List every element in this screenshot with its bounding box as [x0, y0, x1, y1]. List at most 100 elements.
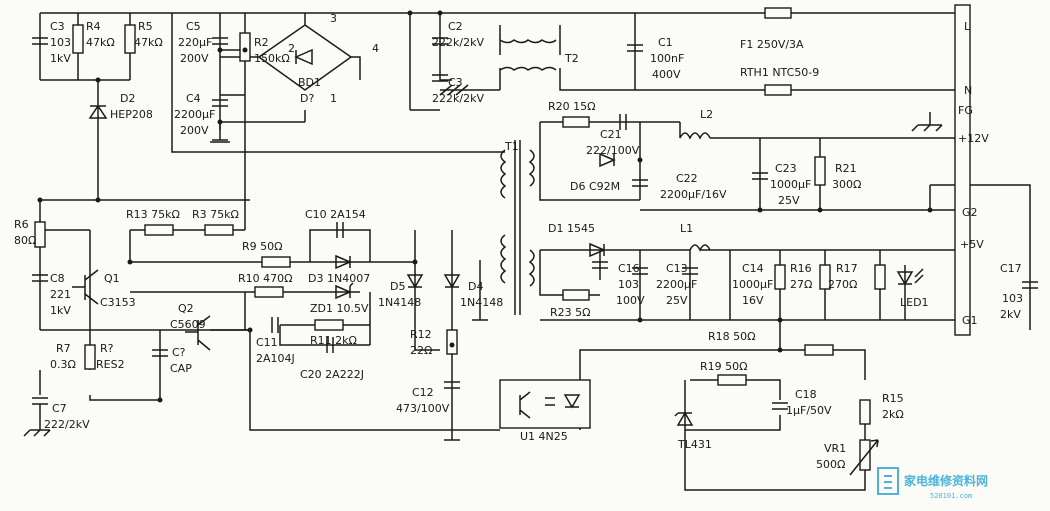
transistor-q1	[72, 269, 99, 305]
label-c14-value: 1000µF	[732, 278, 773, 291]
connector-labels: L N FG +12V G2 +5V G1	[958, 20, 989, 327]
label-q1-value: C3153	[100, 296, 136, 309]
watermark-logo-mark	[884, 475, 892, 489]
label-c1-rating: 400V	[652, 68, 681, 81]
capacitor-c11	[271, 317, 279, 333]
label-bd1-value: D?	[300, 92, 314, 105]
label-r19: R19 50Ω	[700, 360, 748, 373]
ground-fg	[911, 112, 943, 132]
connector-block	[954, 4, 971, 336]
resistor-r19	[717, 374, 747, 386]
capacitor-c10	[336, 222, 344, 238]
label-c11-value: 2A104J	[256, 352, 295, 365]
label-c8-rating: 1kV	[50, 304, 71, 317]
label-r12: R12	[410, 328, 432, 341]
capacitor-c4	[212, 99, 228, 107]
label-c3a: C3	[50, 20, 65, 33]
label-c3a-value: 103	[50, 36, 71, 49]
resistor-r21	[814, 156, 826, 186]
label-d4-value: 1N4148	[460, 296, 503, 309]
label-d4: D4	[468, 280, 483, 293]
label-r3: R3 75kΩ	[192, 208, 239, 221]
label-r21: R21	[835, 162, 857, 175]
resistor-r4	[72, 24, 84, 54]
label-d2: D2	[120, 92, 135, 105]
label-r7-value: 0.3Ω	[50, 358, 76, 371]
label-r20: R20 15Ω	[548, 100, 596, 113]
resistor-r5	[124, 24, 136, 54]
label-d5: D5	[390, 280, 405, 293]
resistor-r10	[254, 286, 284, 298]
capacitor-c5	[212, 37, 228, 45]
diode-d4	[443, 274, 461, 289]
resistor-r11	[314, 319, 344, 331]
label-c17-value: 103	[1002, 292, 1023, 305]
connector-label-fg: FG	[958, 104, 973, 117]
connector-label-5v: +5V	[960, 238, 984, 251]
inductor-l2	[679, 132, 711, 140]
label-c4-rating: 200V	[180, 124, 209, 137]
diode-d2	[88, 104, 108, 119]
diodes	[88, 48, 924, 426]
capacitor-c18	[772, 402, 788, 410]
watermark: 家电维修资料网 520101.com	[877, 467, 988, 500]
capacitor-c3b	[432, 74, 448, 82]
label-d6: D6 C92M	[570, 180, 620, 193]
label-r5-value: 47kΩ	[134, 36, 163, 49]
connector-label-l: L	[964, 20, 971, 33]
label-t1: T1	[504, 140, 519, 153]
resistor-r7	[84, 344, 96, 370]
connector-label-n: N	[964, 84, 972, 97]
label-c18-value: 1µF/50V	[786, 404, 832, 417]
resistor-r12	[446, 329, 458, 355]
label-r5: R5	[138, 20, 153, 33]
label-r4: R4	[86, 20, 101, 33]
label-vr1-value: 500Ω	[816, 458, 845, 471]
magnetics	[499, 39, 711, 315]
label-f1: F1 250V/3A	[740, 38, 804, 51]
label-r18: R18 50Ω	[708, 330, 756, 343]
resistor-r16	[774, 264, 786, 290]
transformer-t1-primary	[500, 149, 507, 199]
resistors	[34, 7, 886, 476]
label-c22: C22	[676, 172, 698, 185]
capacitor-c20	[326, 337, 334, 353]
optocoupler-led	[563, 394, 581, 409]
label-r2: R2	[254, 36, 269, 49]
capacitor-c22	[632, 179, 648, 187]
label-zd1: ZD1 10.5V	[310, 302, 369, 315]
label-vr1: VR1	[824, 442, 846, 455]
watermark-logo-icon	[877, 467, 899, 495]
resistor-r23	[562, 289, 590, 301]
label-c13-rating: 25V	[666, 294, 688, 307]
label-c16: C16	[618, 262, 640, 275]
label-r12-value: 22Ω	[410, 344, 432, 357]
label-c17: C17	[1000, 262, 1022, 275]
capacitor-c12	[444, 381, 460, 389]
label-l1: L1	[680, 222, 693, 235]
resistor-r3	[204, 224, 234, 236]
label-c16-rating: 100V	[616, 294, 645, 307]
resistor-r13	[144, 224, 174, 236]
capacitor-c17	[1022, 281, 1038, 289]
label-pin1: 1	[330, 92, 337, 105]
capacitor-c7	[32, 397, 48, 405]
label-d3: D3 1N4007	[308, 272, 370, 285]
label-pin2: 2	[288, 42, 295, 55]
watermark-title: 家电维修资料网	[904, 473, 988, 488]
label-r21-value: 300Ω	[832, 178, 861, 191]
label-c8-value: 221	[50, 288, 71, 301]
resistor-r17	[819, 264, 831, 290]
label-c20: C20 2A222J	[300, 368, 364, 381]
label-c5-rating: 200V	[180, 52, 209, 65]
bridge-bd1-diode	[294, 48, 313, 66]
label-c23: C23	[775, 162, 797, 175]
resistor-r6	[34, 221, 46, 248]
label-r4-value: 47kΩ	[86, 36, 115, 49]
label-c12: C12	[412, 386, 434, 399]
capacitor-c13	[632, 267, 648, 275]
capacitor-c23	[752, 172, 768, 180]
label-r15: R15	[882, 392, 904, 405]
vr1-wiper	[849, 439, 879, 476]
